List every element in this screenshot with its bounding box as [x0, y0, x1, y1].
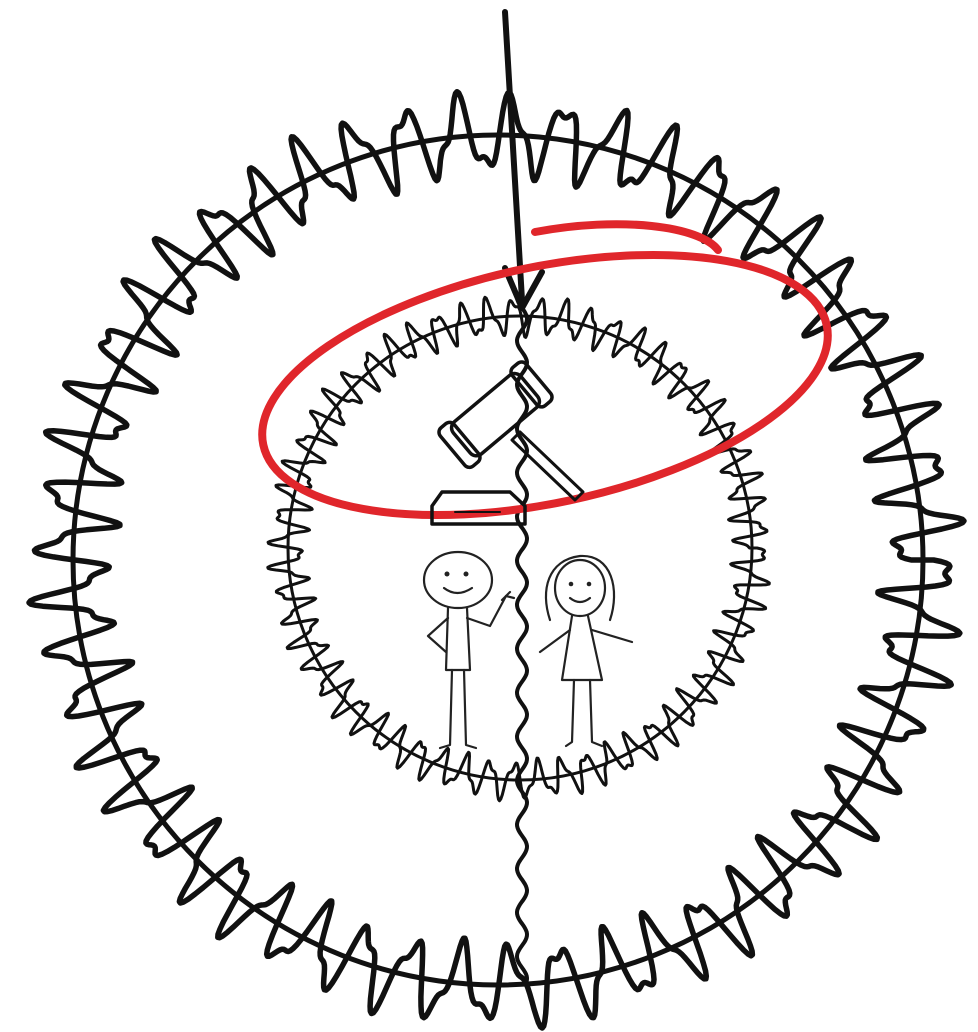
vertical-wavy-line — [517, 300, 527, 984]
arrow-shaft — [505, 12, 522, 300]
outer-scribble-ring — [29, 92, 964, 1028]
woman-figure — [540, 556, 632, 746]
gavel-icon — [437, 359, 583, 500]
man-figure — [424, 552, 514, 748]
